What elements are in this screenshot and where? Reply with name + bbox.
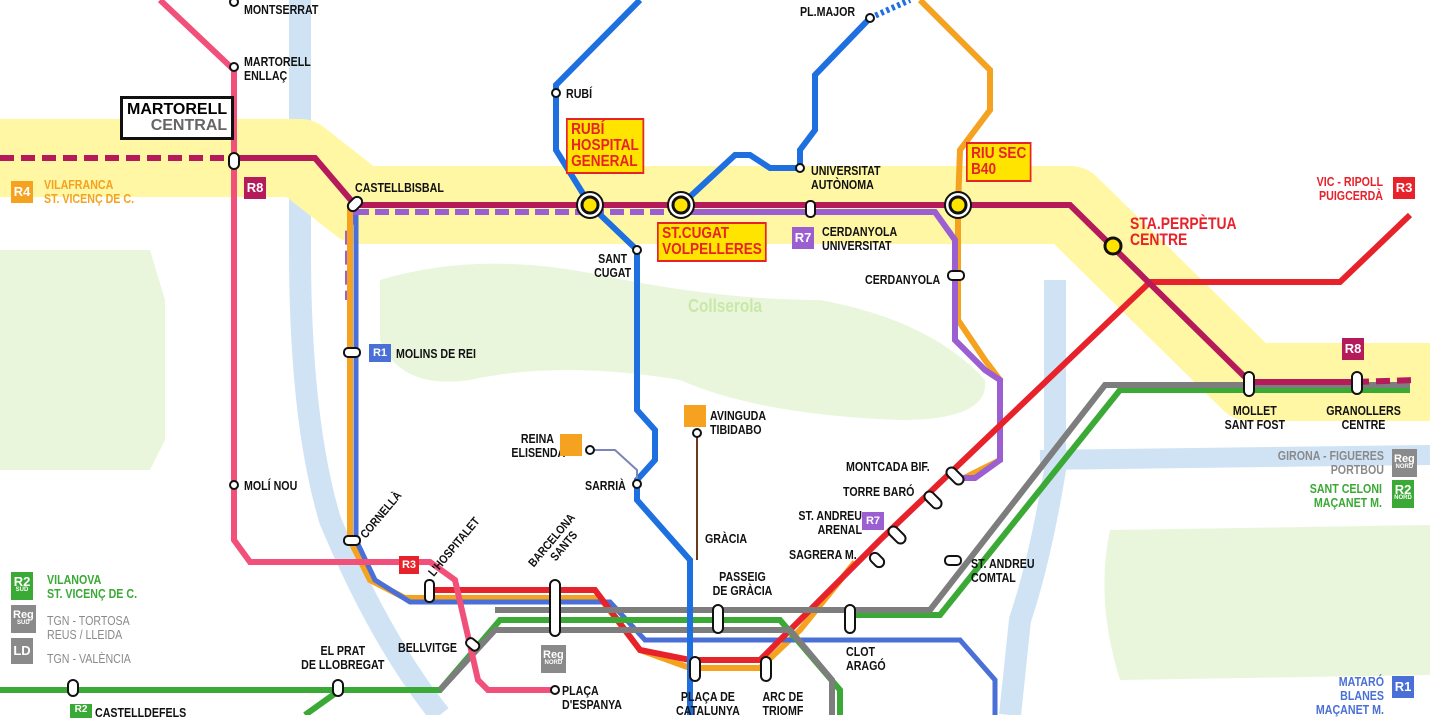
station-markers <box>67 0 1363 697</box>
line-fgc-dashed <box>868 0 912 21</box>
funicular-icon <box>684 405 706 427</box>
station-montserrat[interactable]: MONTSERRAT <box>244 2 319 17</box>
station-montcada-bif[interactable]: MONTCADA BIF. <box>846 459 930 474</box>
station-cerdanyola[interactable]: CERDANYOLA <box>865 272 941 287</box>
station-molins-de-rei[interactable]: MOLINS DE REI <box>396 346 476 361</box>
badge-r7-arenal[interactable]: R7 <box>862 512 884 530</box>
besos-river-branch <box>1039 445 1430 470</box>
line-r7 <box>680 209 1003 481</box>
station-pl-major[interactable]: PL.MAJOR <box>800 4 856 19</box>
badge-r1-east[interactable]: R1 <box>1392 676 1414 698</box>
station-bellvitge[interactable]: BELLVITGE <box>398 640 458 655</box>
badge-r8-east[interactable]: R8 <box>1342 338 1364 360</box>
dest-ld[interactable]: TGN - VALÈNCIA <box>47 651 131 666</box>
interchange-markers <box>576 191 1123 256</box>
line-fgc-s1 <box>553 0 693 715</box>
llobregat-river <box>289 0 449 715</box>
green-area <box>1104 525 1430 680</box>
station-torre-baro[interactable]: TORRE BARÓ <box>843 484 915 499</box>
badge-r4[interactable]: R4 <box>11 181 33 203</box>
badge-r7-cerdanyola[interactable]: R7 <box>792 227 814 249</box>
line-r8-dashed <box>0 155 1416 385</box>
station-sagrera[interactable]: SAGRERA M. <box>789 547 857 562</box>
line-r8 <box>234 155 1355 385</box>
station-sarria[interactable]: SARRIÀ <box>585 478 626 493</box>
line-reina-elisenda <box>590 449 638 484</box>
badge-r1-molins[interactable]: R1 <box>369 344 391 362</box>
badge-r8-west[interactable]: R8 <box>244 177 266 199</box>
badge-r3-hospitalet[interactable]: R3 <box>399 556 419 574</box>
line-r8-martorell <box>157 0 555 693</box>
besos-river <box>999 280 1066 715</box>
station-castellbisbal[interactable]: CASTELLBISBAL <box>355 180 444 195</box>
station-gracia[interactable]: GRÀCIA <box>705 531 748 546</box>
green-area <box>0 250 165 470</box>
badge-r2-bottom[interactable]: R2 <box>70 704 92 718</box>
station-rubi[interactable]: RUBÍ <box>566 86 593 101</box>
funicular-icon <box>560 434 582 456</box>
station-castelldefels[interactable]: CASTELLDEFELS <box>95 705 187 720</box>
park-label: Collserola <box>688 296 762 316</box>
badge-ld[interactable]: LD <box>11 638 33 664</box>
badge-r3-east[interactable]: R3 <box>1393 177 1415 199</box>
collserola-park-area <box>380 263 986 420</box>
station-moli-nou[interactable]: MOLÍ NOU <box>244 478 298 493</box>
